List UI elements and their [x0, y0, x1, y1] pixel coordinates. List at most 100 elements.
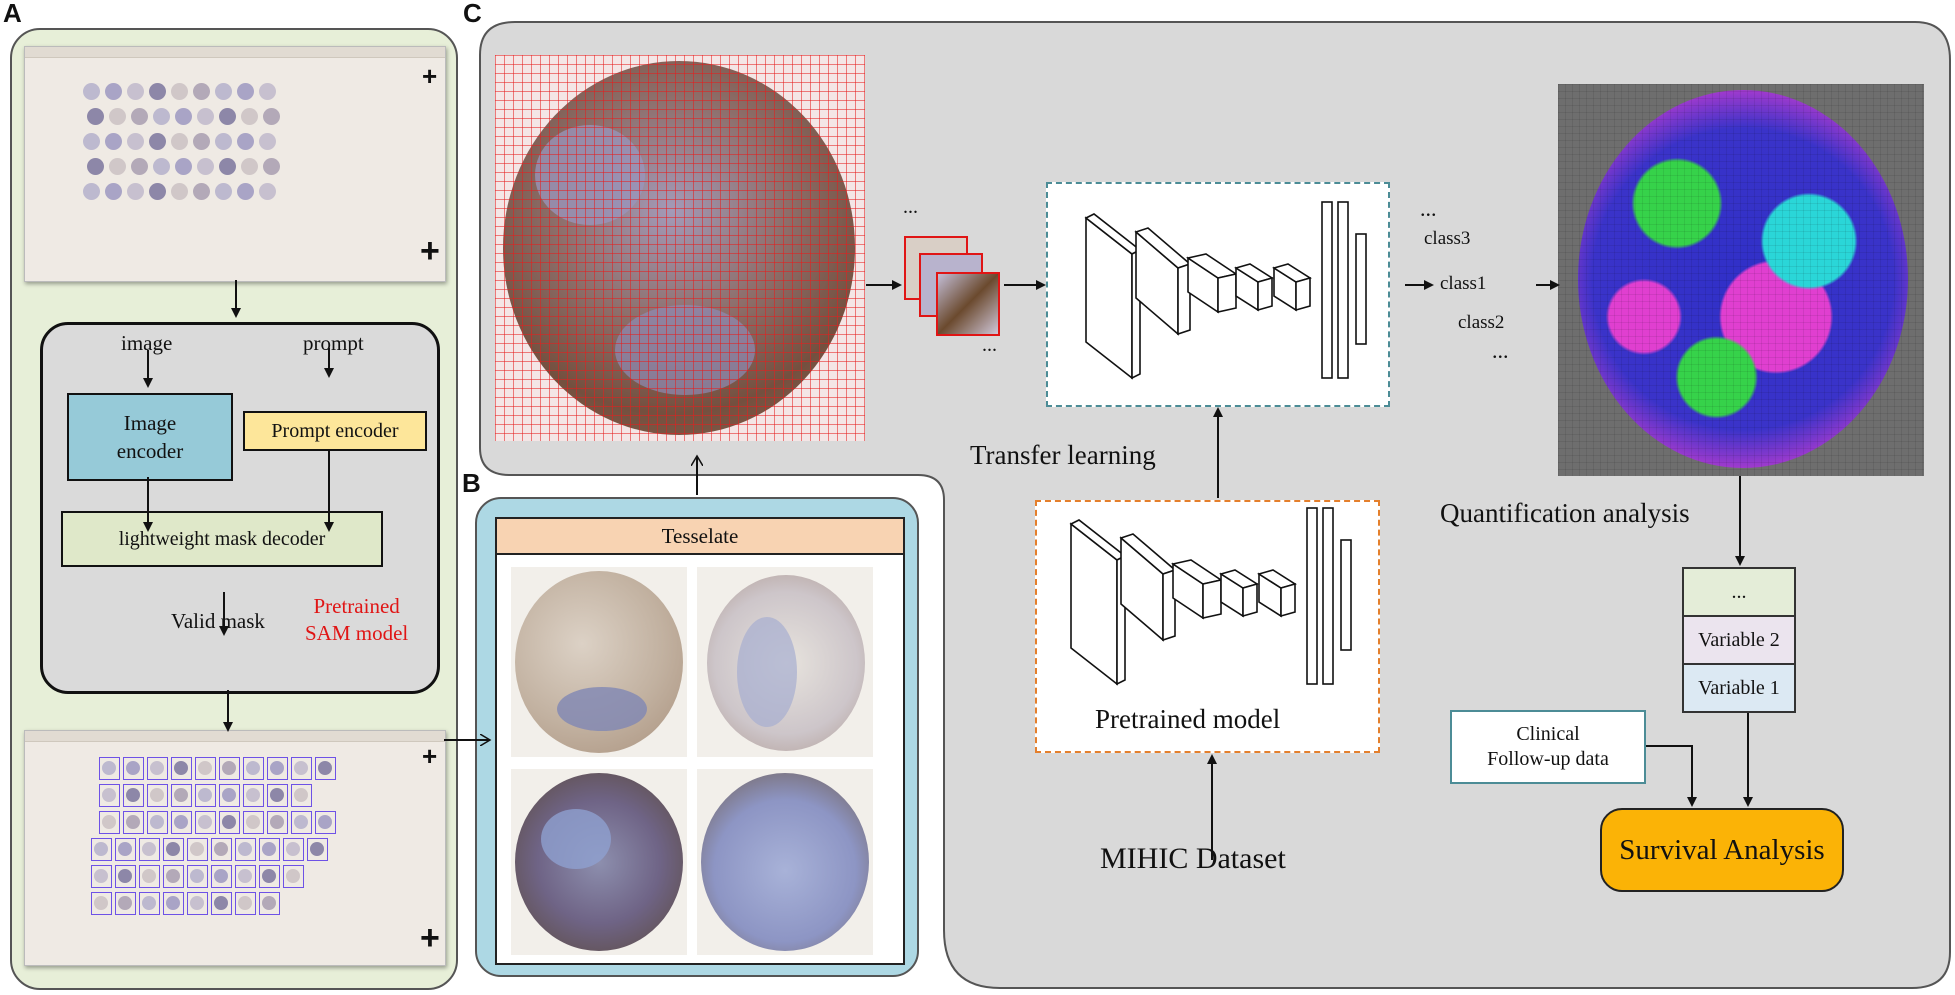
tissue-core-dot: [149, 133, 166, 150]
tissue-core-dot: [193, 133, 210, 150]
variable-row: Variable 1: [1682, 663, 1796, 713]
segmentation-box: [235, 838, 256, 861]
image-label: image: [121, 331, 173, 355]
segmentation-box: [291, 784, 312, 807]
tissue-core-dot: [259, 83, 276, 100]
segmentation-box: [195, 784, 216, 807]
tissue-core-dot: [105, 183, 122, 200]
clinical-line1: Clinical: [1516, 723, 1580, 745]
tissue-core-dot: [237, 83, 254, 100]
tissue-core-dot: [215, 183, 232, 200]
tissue-core-dot: [83, 133, 100, 150]
panel-label-b: B: [462, 468, 481, 498]
tma-slide-top: + +: [24, 46, 446, 282]
pretrained-line1: Pretrained: [313, 594, 400, 618]
segmentation-box: [163, 892, 184, 915]
cnn-layer-icon: [1069, 507, 1352, 686]
plus-mark-icon: +: [420, 919, 440, 957]
tesselate-header: Tesselate: [497, 519, 903, 555]
segmentation-box: [195, 757, 216, 780]
segmentation-box: [291, 757, 312, 780]
segmentation-box: [99, 811, 120, 834]
prompt-encoder-box: Prompt encoder: [243, 411, 427, 451]
tissue-core-dot: [83, 183, 100, 200]
segmentation-box: [259, 838, 280, 861]
segmentation-box: [267, 757, 288, 780]
tissue-core-dot: [153, 158, 170, 175]
segmentation-box: [115, 892, 136, 915]
segmentation-box: [115, 838, 136, 861]
quantification-label: Quantification analysis: [1440, 498, 1690, 528]
segmentation-box: [187, 865, 208, 888]
segmentation-box: [147, 784, 168, 807]
tissue-core-dot: [127, 133, 144, 150]
tissue-core-dot: [259, 183, 276, 200]
clinical-line2: Follow-up data: [1487, 748, 1609, 770]
segmentation-box: [123, 757, 144, 780]
segmentation-box: [139, 865, 160, 888]
segmentation-box: [115, 865, 136, 888]
segmentation-box: [219, 784, 240, 807]
segmentation-box: [123, 811, 144, 834]
tissue-core-dot: [175, 108, 192, 125]
segmentation-box: [259, 865, 280, 888]
mask-decoder-box: lightweight mask decoder: [61, 511, 383, 567]
plus-mark-icon: +: [422, 61, 438, 91]
plus-mark-icon: +: [420, 232, 440, 270]
image-encoder-line2: encoder: [116, 439, 184, 463]
image-patch: [936, 272, 1000, 336]
tissue-core-dot: [215, 83, 232, 100]
tissue-core-dot: [259, 133, 276, 150]
segmentation-box: [235, 892, 256, 915]
tesselate-box: Tesselate: [495, 517, 905, 965]
tissue-core-dot: [219, 158, 236, 175]
segmentation-box: [139, 892, 160, 915]
tissue-core-dot: [105, 83, 122, 100]
tissue-core-dot: [83, 83, 100, 100]
tissue-core-dot: [197, 108, 214, 125]
tissue-core-dot: [87, 108, 104, 125]
segmentation-box: [187, 892, 208, 915]
segmentation-box: [171, 784, 192, 807]
segmentation-box: [219, 811, 240, 834]
segmentation-box: [267, 811, 288, 834]
clinical-data-box: Clinical Follow-up data: [1450, 710, 1646, 784]
tissue-core-thumbnail: [511, 769, 687, 955]
panel-label-a: A: [3, 0, 22, 28]
image-encoder-box: Image encoder: [67, 393, 233, 481]
transfer-model-box: [1046, 182, 1390, 407]
valid-mask-label: Valid mask: [171, 609, 265, 633]
segmentation-box: [211, 838, 232, 861]
tissue-core-dot: [109, 108, 126, 125]
tissue-core-dot: [241, 108, 258, 125]
segmentation-box: [123, 784, 144, 807]
panel-b: Tesselate: [475, 497, 919, 977]
tissue-core-thumbnail: [697, 769, 873, 955]
class-label: class2: [1458, 312, 1505, 333]
tissue-core-thumbnail: [697, 567, 873, 757]
ellipsis-text: ...: [903, 196, 918, 218]
ellipsis-text: ...: [982, 334, 997, 356]
image-encoder-line1: Image: [123, 410, 177, 435]
segmentation-box: [147, 811, 168, 834]
segmentation-box: [259, 892, 280, 915]
tissue-core-dot: [237, 133, 254, 150]
plus-mark-icon: +: [422, 741, 438, 771]
tissue-core-dot: [193, 83, 210, 100]
panel-label-c: C: [463, 0, 482, 28]
segmentation-box: [267, 784, 288, 807]
segmentation-box: [147, 757, 168, 780]
class-map-image: [1558, 84, 1924, 476]
ellipsis-text: ...: [1492, 338, 1509, 363]
survival-analysis-box: Survival Analysis: [1600, 808, 1844, 892]
panel-a: + + image prompt Image encoder Prompt en…: [10, 28, 458, 990]
pretrained-sam-label: Pretrained SAM model: [305, 593, 408, 648]
class-label: class1: [1440, 273, 1487, 294]
tissue-core-dot: [237, 183, 254, 200]
transfer-learning-label: Transfer learning: [970, 440, 1156, 470]
segmentation-box: [211, 892, 232, 915]
segmentation-box: [315, 811, 336, 834]
tissue-core-dot: [149, 83, 166, 100]
tissue-core-dot: [149, 183, 166, 200]
segmentation-box: [163, 838, 184, 861]
